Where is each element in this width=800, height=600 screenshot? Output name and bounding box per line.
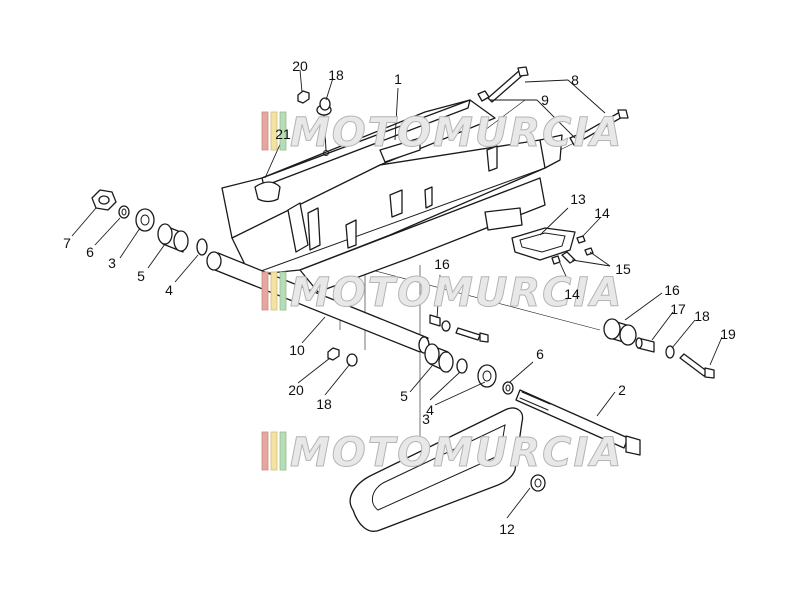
callout-13: 13 (570, 191, 586, 207)
right-bush-set (603, 318, 715, 379)
callout-21: 21 (275, 126, 291, 142)
watermark-bottom: MOTOMURCIA (261, 430, 623, 477)
callout-5: 5 (137, 268, 145, 284)
svg-text:MOTOMURCIA: MOTOMURCIA (290, 270, 623, 316)
callout-18: 18 (316, 396, 332, 412)
callout-18: 18 (694, 308, 710, 324)
svg-text:MOTOMURCIA: MOTOMURCIA (290, 110, 623, 156)
callout-20: 20 (288, 382, 304, 398)
callout-15: 15 (615, 261, 631, 277)
left-bearing-stack (91, 189, 208, 256)
watermark-middle: MOTOMURCIA (261, 270, 623, 317)
callout-2: 2 (618, 382, 626, 398)
callout-17: 17 (670, 301, 686, 317)
swing-arm-part-1 (221, 99, 563, 293)
callout-10: 10 (289, 342, 305, 358)
callout-14: 14 (594, 205, 610, 221)
callout-14: 14 (564, 286, 580, 302)
callout-4: 4 (426, 402, 434, 418)
callout-16: 16 (434, 256, 450, 272)
bolts-part-8-9 (477, 66, 629, 146)
nuts-washers-part-18-20 (297, 90, 358, 367)
callout-16: 16 (664, 282, 680, 298)
svg-text:MOTOMURCIA: MOTOMURCIA (290, 430, 623, 476)
callout-3: 3 (108, 255, 116, 271)
callout-12: 12 (499, 521, 515, 537)
callout-19: 19 (720, 326, 736, 342)
callout-4: 4 (165, 282, 173, 298)
callout-6: 6 (536, 346, 544, 362)
callout-6: 6 (86, 244, 94, 260)
chain-guide-part-13 (511, 227, 594, 265)
chain-slider-part-12 (349, 407, 546, 532)
callout-labels: 1 2 3 3 4 4 5 5 6 6 7 8 9 10 12 13 14 14… (63, 58, 736, 537)
callout-5: 5 (400, 388, 408, 404)
right-bearing-stack (424, 343, 514, 395)
watermark-top: MOTOMURCIA (261, 110, 623, 157)
callout-3: 3 (422, 411, 430, 427)
callout-18: 18 (328, 67, 344, 83)
callout-8: 8 (571, 72, 579, 88)
callout-7: 7 (63, 235, 71, 251)
callout-1: 1 (394, 71, 402, 87)
inner-spacer-set (429, 314, 489, 343)
callout-9: 9 (541, 92, 549, 108)
leader-lines (71, 69, 723, 519)
callout-20: 20 (292, 58, 308, 74)
spindle-bolt-part-2 (515, 389, 641, 456)
